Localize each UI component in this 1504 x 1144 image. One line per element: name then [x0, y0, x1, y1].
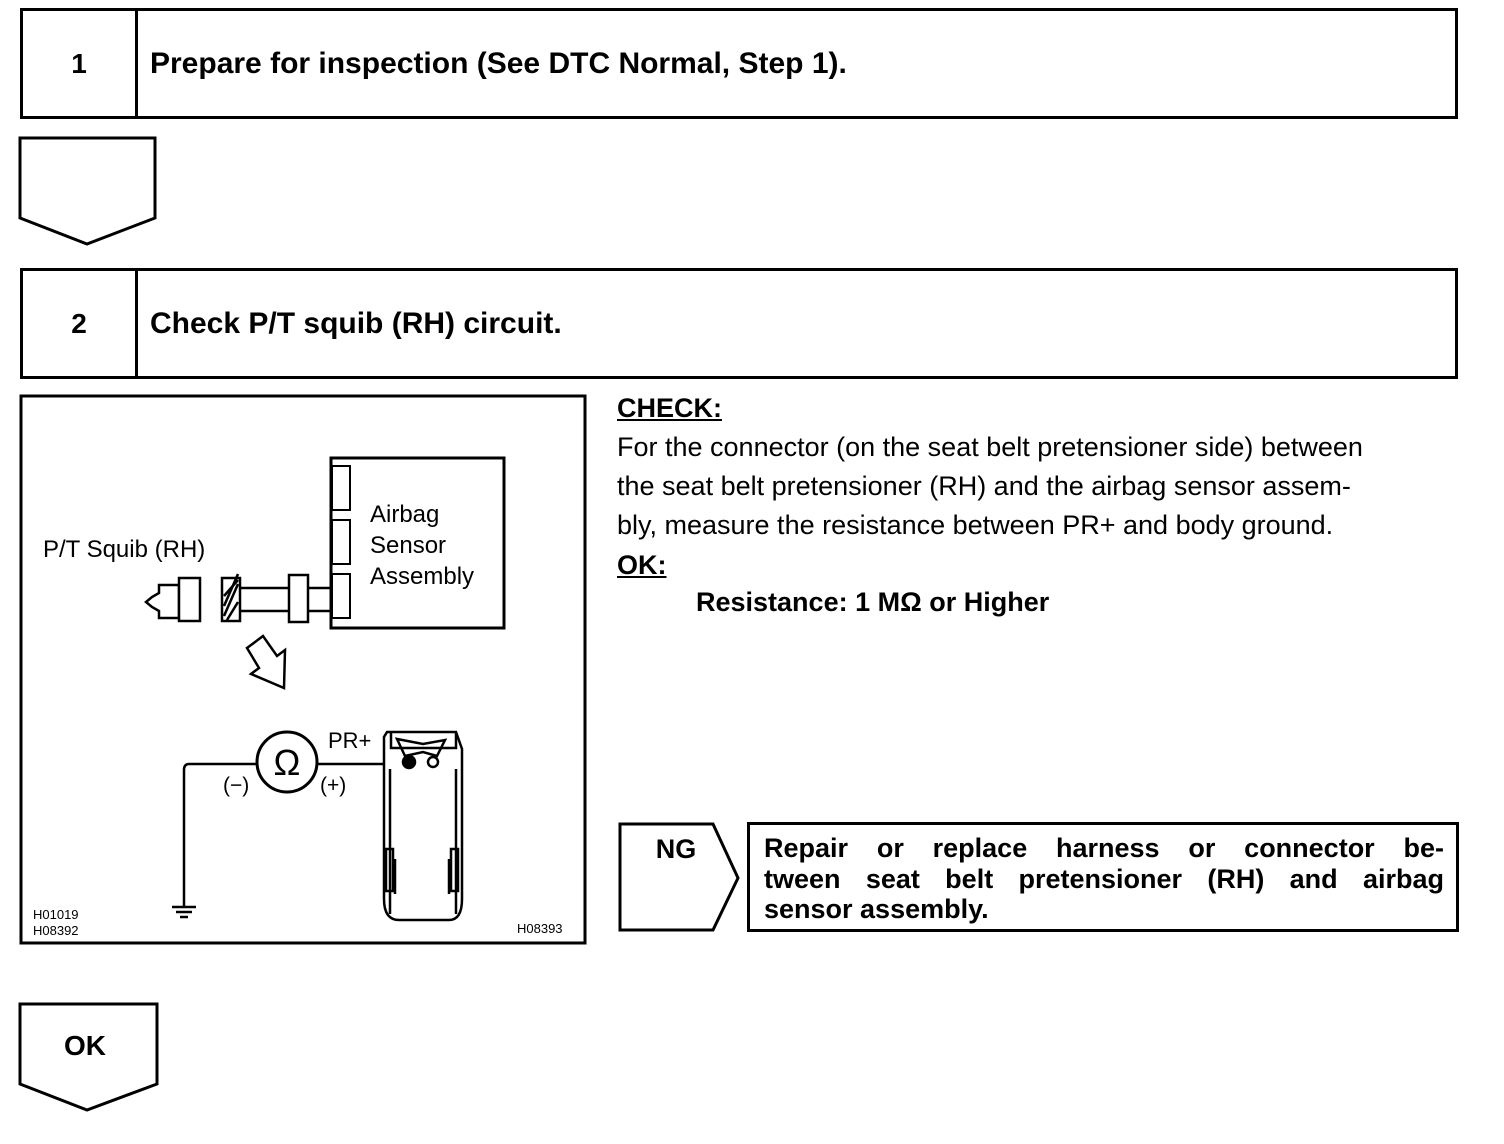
- ng-line-3: sensor assembly.: [764, 894, 989, 924]
- squib-label: P/T Squib (RH): [43, 536, 205, 563]
- minus-label: (−): [223, 774, 249, 797]
- check-heading: CHECK:: [617, 393, 722, 423]
- ng-line-2: tween seat belt pretensioner (RH) and ai…: [764, 863, 1444, 894]
- step-1-number: 1: [23, 11, 138, 116]
- sensor-label-line-2: Sensor: [370, 532, 446, 559]
- ok-arrow: OK: [18, 1002, 159, 1112]
- plus-label: (+): [320, 774, 346, 797]
- ng-line-1: Repair or replace harness or connector b…: [764, 833, 1444, 863]
- ng-repair-box: Repair or replace harness or connector b…: [747, 822, 1459, 932]
- figure-code-1: H01019: [33, 907, 79, 922]
- check-line-3: bly, measure the resistance between PR+ …: [617, 510, 1334, 540]
- figure-code-3: H08393: [517, 921, 563, 936]
- step-1-box: 1 Prepare for inspection (See DTC Normal…: [20, 8, 1458, 119]
- ok-heading: OK:: [617, 550, 667, 580]
- resistance-spec: Resistance: 1 MΩ or Higher: [696, 587, 1050, 617]
- ng-arrow: NG: [618, 822, 740, 932]
- direction-arrow-icon: [245, 634, 287, 690]
- sensor-label-line-3: Assembly: [370, 563, 474, 590]
- sensor-label-line-1: Airbag: [370, 501, 439, 528]
- step-1-title: Prepare for inspection (See DTC Normal, …: [150, 46, 847, 80]
- ok-label: OK: [64, 1030, 106, 1061]
- ohm-symbol: Ω: [274, 742, 301, 783]
- squib-connector: [144, 573, 331, 624]
- step-2-title: Check P/T squib (RH) circuit.: [150, 306, 562, 340]
- ng-label: NG: [656, 834, 697, 864]
- step-2-box: 2 Check P/T squib (RH) circuit.: [20, 268, 1458, 379]
- ground-icon: [172, 905, 196, 919]
- airbag-sensor-assembly: Airbag Sensor Assembly: [329, 456, 506, 630]
- ohmmeter: Ω (−) (+) PR+: [223, 728, 371, 797]
- pretensioner-connector: [382, 730, 464, 922]
- terminal-label: PR+: [328, 728, 371, 753]
- check-line-1: For the connector (on the seat belt pret…: [617, 432, 1363, 462]
- check-line-2: the seat belt pretensioner (RH) and the …: [617, 471, 1351, 501]
- step-2-number: 2: [23, 271, 138, 376]
- circuit-diagram: Airbag Sensor Assembly P/T Squib (RH) Ω …: [19, 394, 587, 945]
- figure-code-2: H08392: [33, 923, 79, 938]
- continue-arrow: [18, 136, 157, 246]
